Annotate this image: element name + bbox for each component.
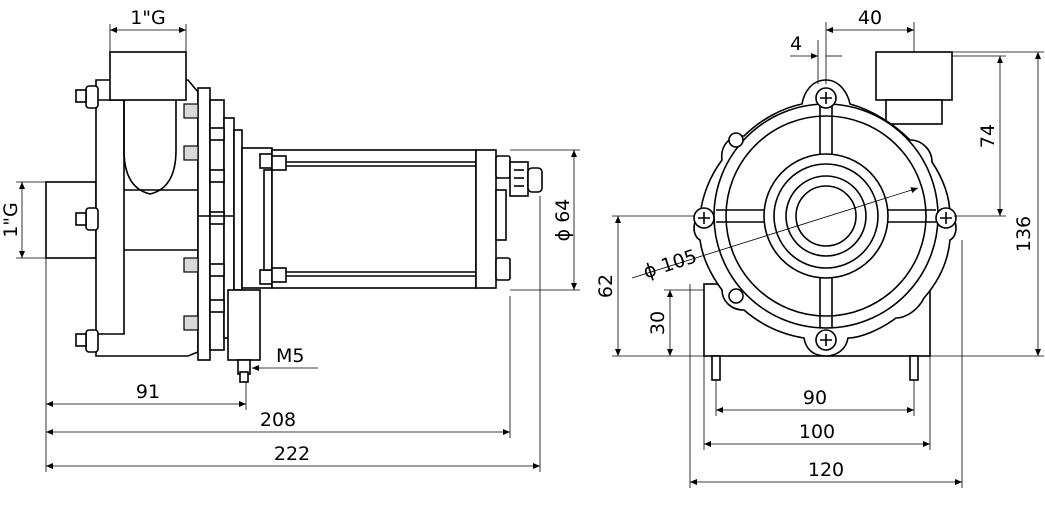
pump-housing <box>95 79 199 357</box>
dim-74: 74 <box>977 124 999 148</box>
flange-bolts <box>693 87 957 351</box>
dim-120: 120 <box>808 459 844 481</box>
dim-208: 208 <box>260 409 296 431</box>
dim-90: 90 <box>803 387 827 409</box>
top-port-label: 1"G <box>130 7 166 29</box>
diameter-leader <box>631 187 919 279</box>
top-port <box>109 51 187 101</box>
dim-4: 4 <box>790 33 802 55</box>
foot-bracket <box>227 289 261 383</box>
side-port-label: 1"G <box>0 202 22 238</box>
housing-bosses <box>75 85 99 353</box>
dim-100: 100 <box>799 421 835 443</box>
dim-30: 30 <box>647 311 669 335</box>
dim-62: 62 <box>595 274 617 298</box>
front-dimensions: 40 4 74 136 62 30 <box>595 7 1044 488</box>
foot-bolt-right <box>909 355 919 381</box>
side-dimensions: 1"G 1"G ϕ 64 M5 91 208 <box>0 7 580 472</box>
dim-91: 91 <box>136 381 160 403</box>
hub-bore <box>795 185 857 247</box>
cable-gland <box>509 161 543 197</box>
dim-222: 222 <box>274 443 310 465</box>
volute-outline <box>123 100 177 195</box>
motor-body <box>271 149 477 289</box>
side-view: 1"G 1"G ϕ 64 M5 91 208 <box>0 7 580 472</box>
dim-136: 136 <box>1013 216 1035 252</box>
motor-endbell-right <box>475 149 511 289</box>
motor-endbell-left <box>241 147 275 289</box>
front-view: ϕ 105 40 4 74 136 <box>595 7 1044 488</box>
diameter-105-label: ϕ 105 <box>641 245 700 283</box>
front-outlet-port <box>875 51 953 101</box>
bolt-label: M5 <box>276 345 304 367</box>
motor-diameter-label: ϕ 64 <box>552 199 574 242</box>
foot-bolt-left <box>711 355 721 381</box>
dim-40: 40 <box>858 7 882 29</box>
